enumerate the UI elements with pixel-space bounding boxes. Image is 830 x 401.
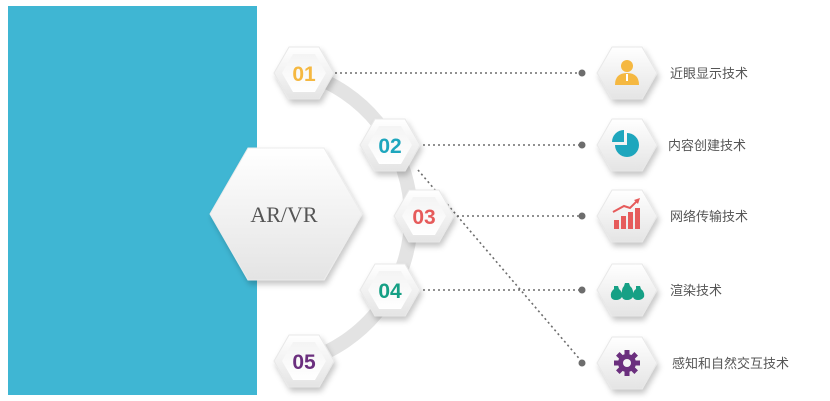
connector-dot-1 — [578, 69, 586, 77]
item-label-3: 网络传输技术 — [670, 209, 748, 225]
center-label: AR/VR — [250, 202, 318, 227]
connector-line-5 — [417, 169, 584, 364]
pie-chart-icon — [612, 130, 639, 157]
gear-icon — [614, 350, 640, 376]
item-label-1: 近眼显示技术 — [670, 67, 748, 82]
item-label-4: 渲染技术 — [670, 284, 722, 299]
money-bags-icon — [610, 283, 645, 300]
number-label-2: 02 — [378, 135, 401, 158]
center-hexagon — [209, 147, 363, 281]
item-label-5: 感知和自然交互技术 — [672, 356, 789, 372]
blue-side-panel — [8, 6, 257, 395]
number-hexagon-2 — [359, 118, 421, 172]
connector-dot-2 — [578, 141, 586, 149]
person-icon — [615, 60, 639, 85]
connector-dot-4 — [578, 286, 586, 294]
number-label-4: 04 — [378, 280, 402, 303]
number-label-5: 05 — [292, 351, 316, 374]
number-hexagon-5 — [273, 334, 335, 388]
connector-dot-5 — [578, 359, 586, 367]
dotted-connectors — [330, 72, 584, 364]
connector-dots — [578, 69, 586, 367]
number-hexagon-4 — [359, 263, 421, 317]
growth-bar-chart-icon — [612, 198, 640, 229]
icon-hexagon-3 — [596, 189, 658, 243]
number-label-3: 03 — [412, 206, 435, 229]
number-hexagon-1 — [273, 46, 335, 100]
connector-dot-3 — [578, 212, 586, 220]
number-hexagon-3 — [393, 189, 455, 243]
number-label-1: 01 — [292, 63, 316, 86]
item-label-2: 内容创建技术 — [668, 138, 746, 154]
